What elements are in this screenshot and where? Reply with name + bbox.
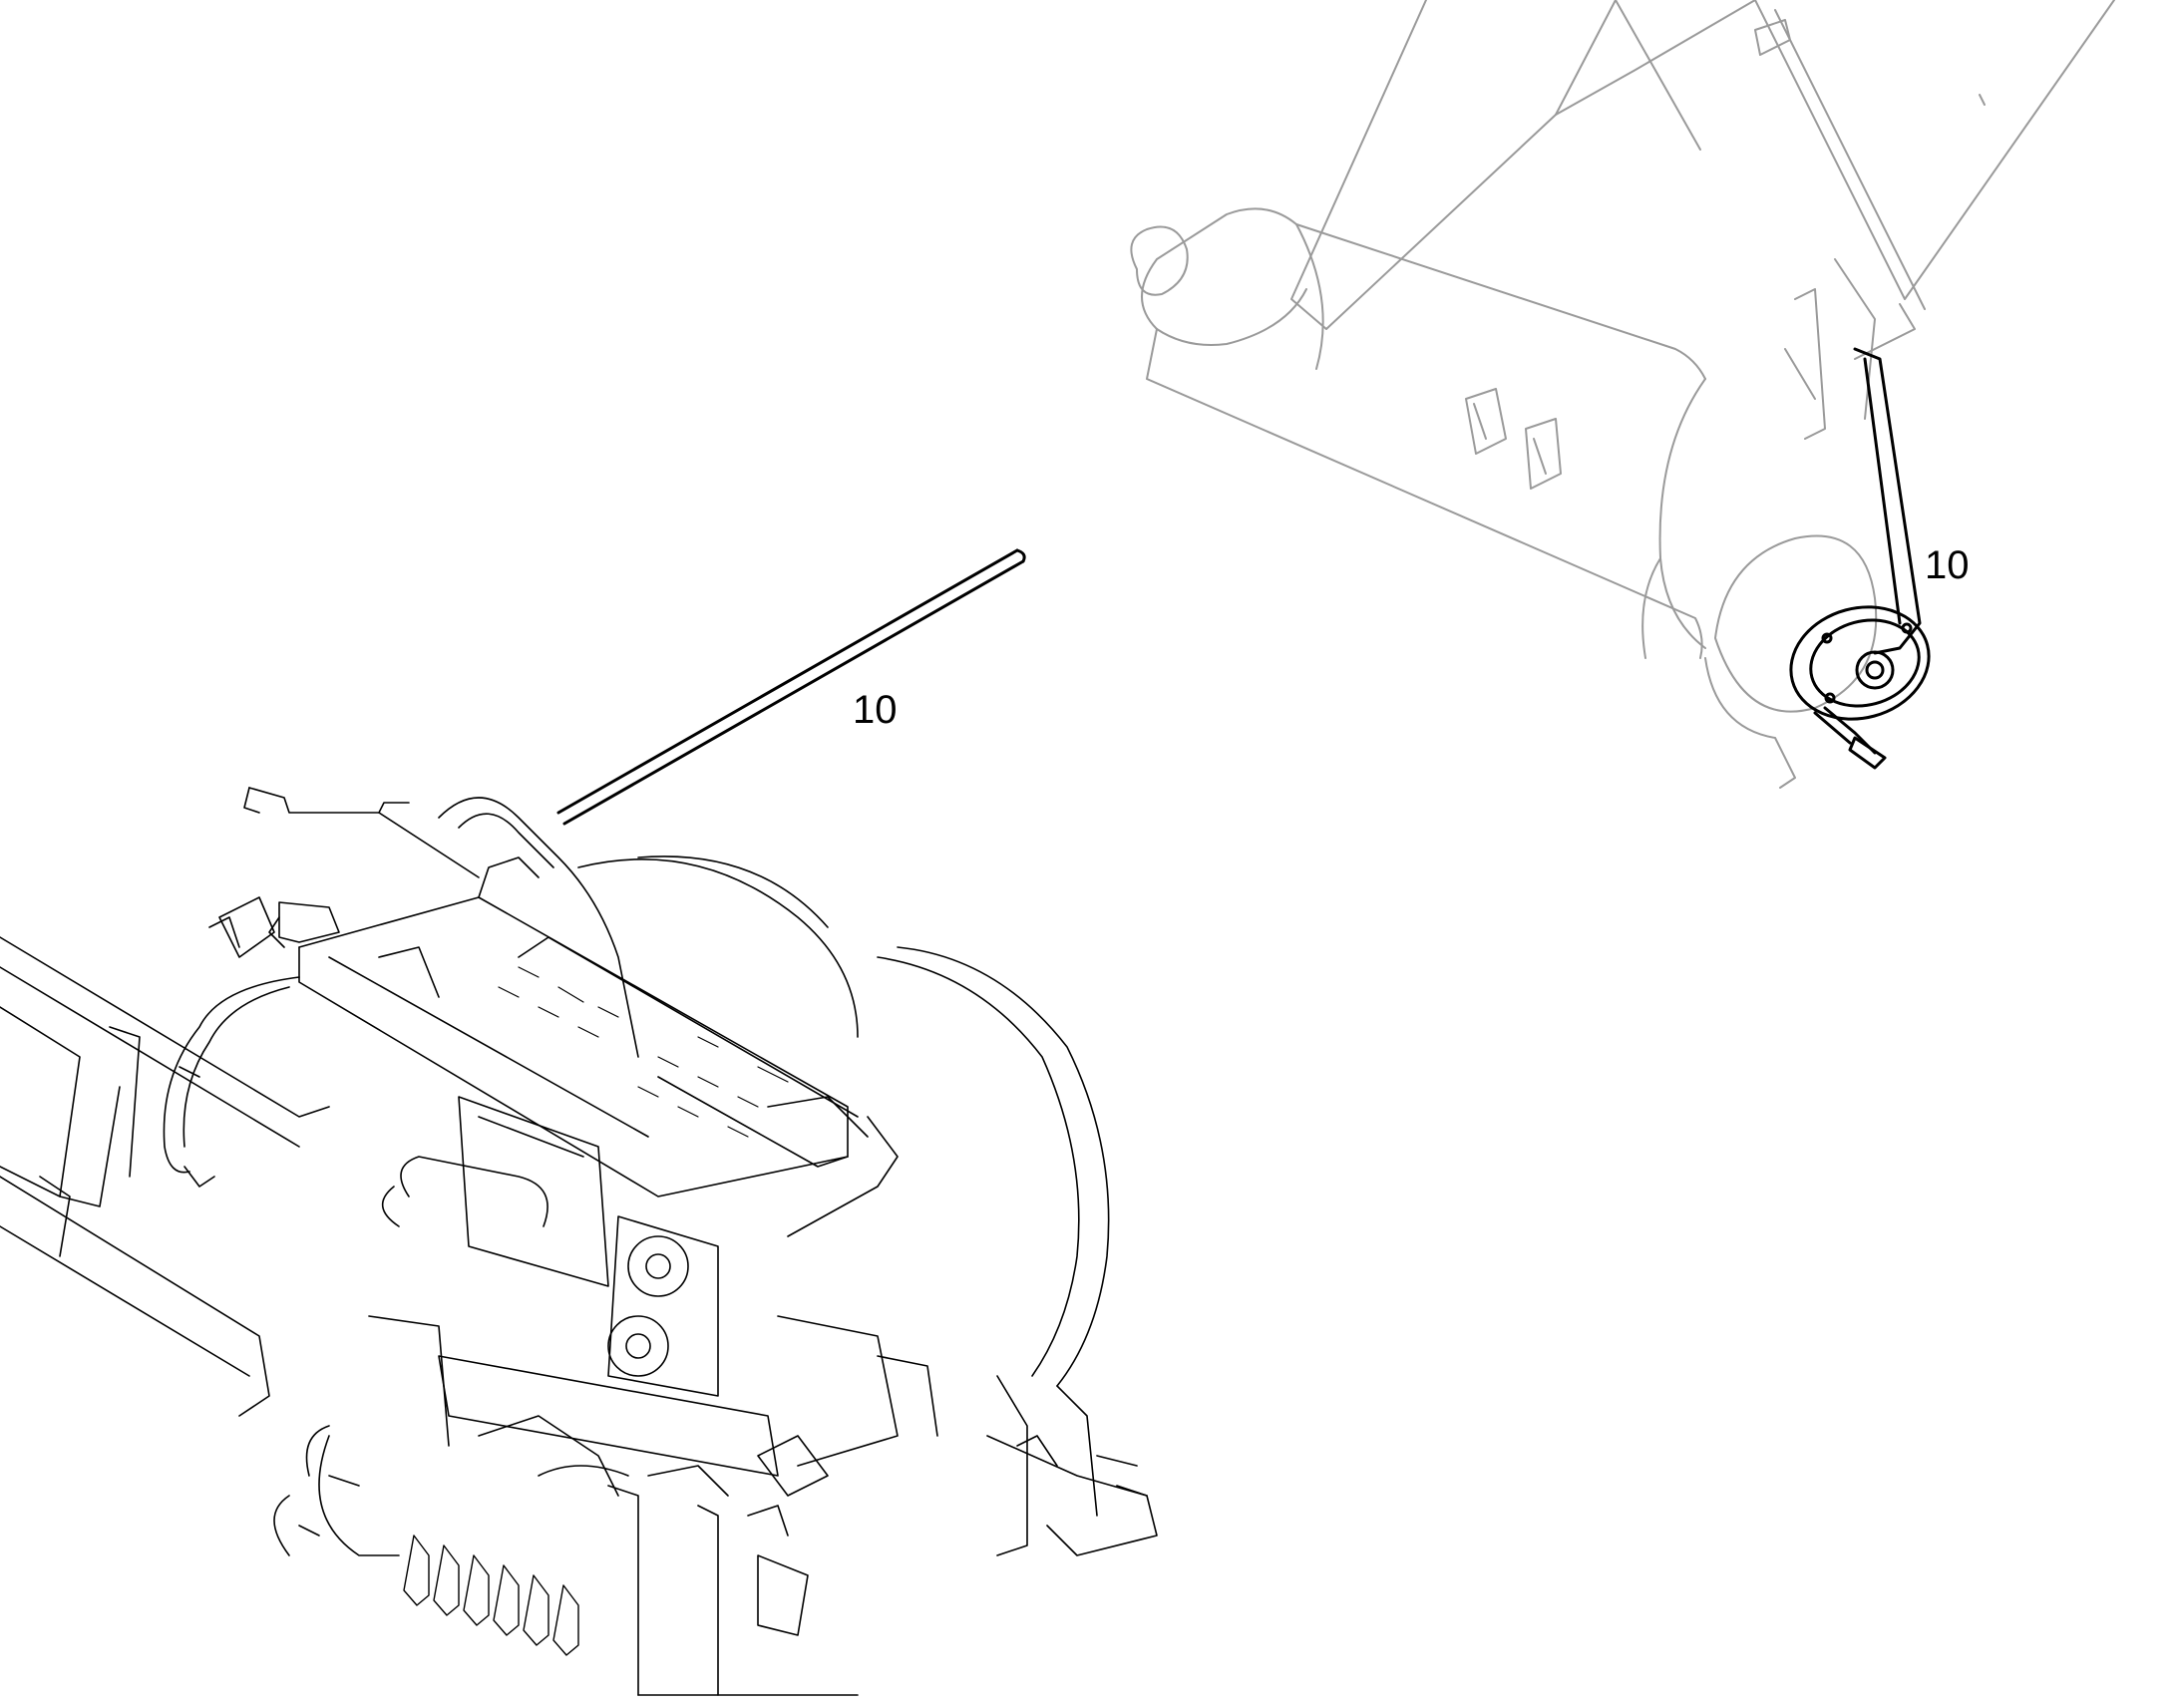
hydraulic-valve-assembly <box>0 787 1158 1696</box>
callout-label-left: 10 <box>853 688 898 732</box>
roller-assembly <box>1130 0 2115 789</box>
rod-part-10 <box>556 548 1026 826</box>
callout-label-right: 10 <box>1925 543 1970 587</box>
rotary-sensor-part-10 <box>1789 347 1931 770</box>
